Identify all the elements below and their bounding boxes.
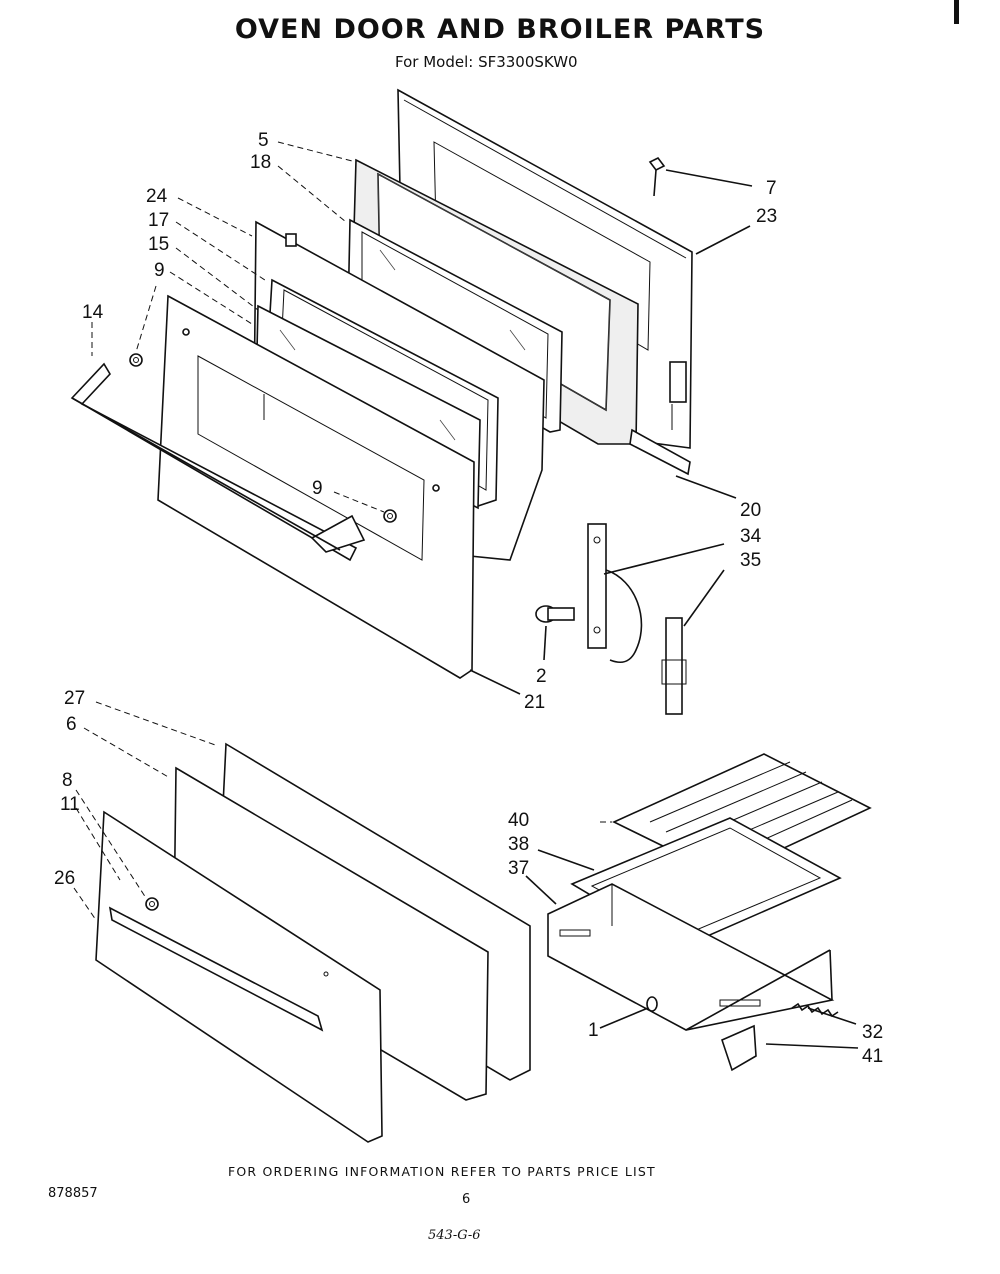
part-1-roller bbox=[646, 996, 658, 1012]
part-41-bracket bbox=[721, 1024, 757, 1072]
callout-27: 27 bbox=[64, 688, 85, 709]
callout-24: 24 bbox=[146, 186, 168, 207]
callout-23: 23 bbox=[756, 206, 777, 227]
part-9-spacer bbox=[129, 353, 397, 523]
part-14-door-handle bbox=[70, 362, 366, 562]
callout-34: 34 bbox=[740, 526, 762, 547]
part-21-outer-door bbox=[157, 294, 475, 679]
callout-11: 11 bbox=[60, 794, 80, 815]
callout-37: 37 bbox=[508, 858, 529, 879]
callout-21: 21 bbox=[524, 692, 545, 713]
callout-15: 15 bbox=[148, 234, 169, 255]
reference-code: 543-G-6 bbox=[428, 1228, 481, 1243]
callout-14: 14 bbox=[82, 302, 104, 323]
part-2-hinge-pin bbox=[535, 605, 575, 623]
callout-labels: 5 18 7 23 24 17 15 9 14 9 20 34 35 2 21 … bbox=[54, 130, 883, 1067]
document-number: 878857 bbox=[48, 1186, 98, 1201]
callout-9: 9 bbox=[154, 260, 165, 281]
part-7-screw bbox=[648, 156, 666, 197]
part-34-hinge bbox=[587, 523, 643, 664]
callout-18: 18 bbox=[250, 152, 271, 173]
callout-2: 2 bbox=[536, 666, 547, 687]
callout-1: 1 bbox=[588, 1020, 599, 1041]
page-title: OVEN DOOR AND BROILER PARTS bbox=[234, 14, 766, 45]
callout-8: 8 bbox=[62, 770, 73, 791]
callout-32: 32 bbox=[862, 1022, 883, 1043]
callout-20: 20 bbox=[740, 500, 761, 521]
edge-mark bbox=[954, 0, 959, 24]
callout-6: 6 bbox=[66, 714, 77, 735]
page-number: 6 bbox=[462, 1192, 471, 1207]
model-subtitle: For Model: SF3300SKW0 bbox=[395, 53, 578, 71]
callout-38: 38 bbox=[508, 834, 529, 855]
callout-17: 17 bbox=[148, 210, 169, 231]
callout-41: 41 bbox=[862, 1046, 883, 1067]
callout-26: 26 bbox=[54, 868, 75, 889]
ordering-note: FOR ORDERING INFORMATION REFER TO PARTS … bbox=[228, 1164, 656, 1179]
part-8-spacer bbox=[145, 897, 159, 911]
callout-9b: 9 bbox=[312, 478, 323, 499]
leader-lines bbox=[73, 141, 859, 1049]
callout-5: 5 bbox=[258, 130, 269, 151]
part-37-broiler-drawer bbox=[547, 883, 835, 1031]
callout-35: 35 bbox=[740, 550, 761, 571]
part-20-bottom-trim bbox=[629, 428, 691, 476]
callout-40: 40 bbox=[508, 810, 529, 831]
part-26-drawer-front bbox=[95, 810, 383, 1143]
part-35-hinge-receptacle bbox=[661, 617, 687, 715]
callout-7: 7 bbox=[766, 178, 777, 199]
